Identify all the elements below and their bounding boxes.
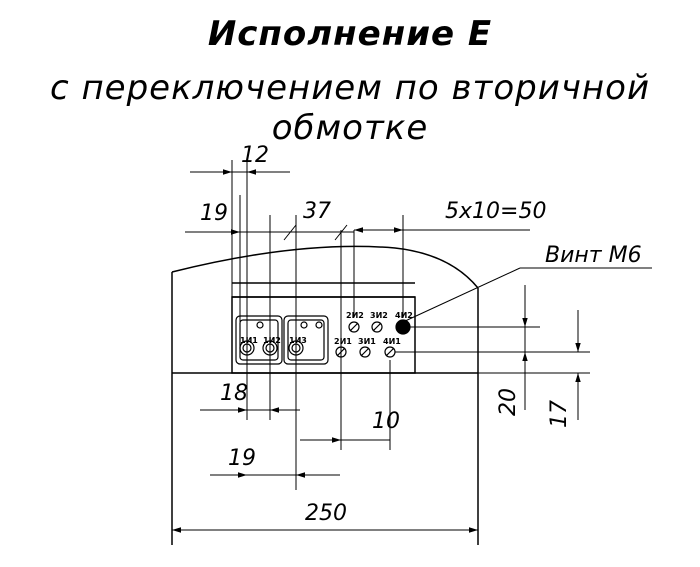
drawing-title: Исполнение Е — [207, 14, 493, 54]
dim-5x10: 5х10=50 — [445, 199, 546, 224]
terminal-label-4: 2И2 — [346, 311, 364, 320]
extension-lines — [171, 160, 590, 545]
terminal-label-7: 3И1 — [358, 337, 376, 346]
dim-18: 18 — [220, 381, 248, 406]
dim-37: 37 — [303, 199, 331, 224]
terminal-label-2: 1И2 — [263, 336, 281, 345]
dim-12: 12 — [241, 143, 269, 168]
terminal-label-3: 2И1 — [334, 337, 352, 346]
dim-20: 20 — [496, 388, 521, 416]
terminal-labels: 1И1 1И2 1И3 2И1 2И2 3И2 4И2 3И1 4И1 — [240, 311, 413, 346]
dimension-labels: 12 19 37 5х10=50 Винт М6 18 10 19 250 20… — [200, 143, 642, 526]
dimension-lines — [172, 169, 652, 533]
drawing-subtitle: с переключением по вторичной обмотке — [49, 68, 651, 148]
dim-19-top: 19 — [200, 201, 228, 226]
dim-17: 17 — [547, 400, 572, 428]
terminal-label-8: 4И1 — [383, 337, 401, 346]
dim-250: 250 — [305, 501, 347, 526]
terminal-label-6: 4И2 — [395, 311, 413, 320]
terminal-label-1: 1И1 — [240, 336, 258, 345]
terminal-label-9: 1И3 — [289, 336, 307, 345]
dim-10: 10 — [372, 409, 400, 434]
screw-label: Винт М6 — [545, 243, 642, 268]
terminal-label-5: 3И2 — [370, 311, 388, 320]
dim-19-bottom: 19 — [228, 446, 256, 471]
